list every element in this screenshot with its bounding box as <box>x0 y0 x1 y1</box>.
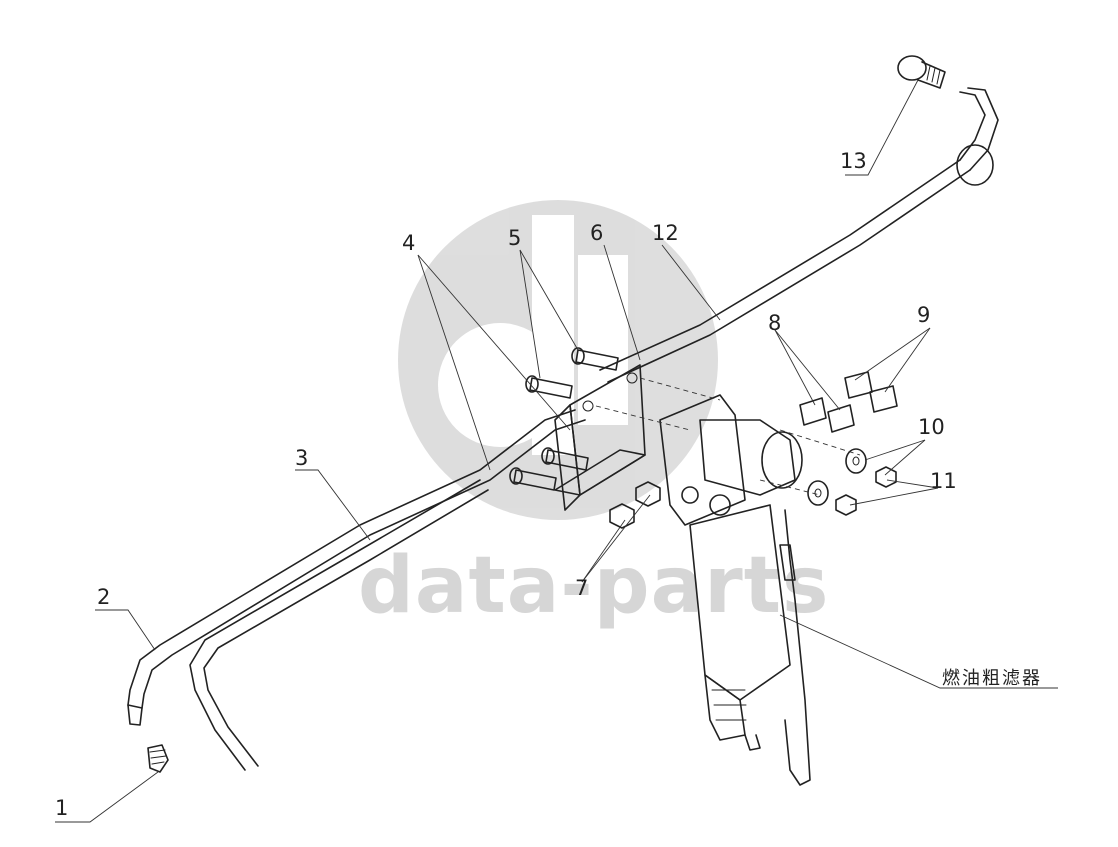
connectors-part-8 <box>799 397 855 433</box>
leader-lines <box>55 79 1058 823</box>
assembly-label: 燃油粗滤器 <box>942 668 1042 689</box>
banjo-fitting-part-13 <box>897 55 946 89</box>
connectors-part-9 <box>844 371 898 413</box>
return-hose <box>189 479 489 771</box>
nuts-part-11 <box>835 466 897 516</box>
callout-10: 10 <box>918 415 945 439</box>
callout-13: 13 <box>840 149 867 173</box>
washers-part-10 <box>807 448 867 506</box>
nuts-part-7 <box>609 481 661 529</box>
callout-7: 7 <box>575 576 588 600</box>
alignment-lines <box>595 377 861 496</box>
callout-11: 11 <box>930 469 957 493</box>
callout-5: 5 <box>508 226 521 250</box>
fuel-filter-assembly <box>659 394 811 786</box>
callout-1: 1 <box>55 796 68 820</box>
callout-8: 8 <box>768 311 781 335</box>
callout-6: 6 <box>590 221 603 245</box>
watermark-logo <box>398 200 718 520</box>
callout-4: 4 <box>402 231 415 255</box>
callout-labels: 1 2 3 4 5 6 7 8 9 10 11 12 13 燃油粗滤器 <box>55 149 1042 820</box>
watermark-text: data-parts <box>358 541 829 631</box>
callout-2: 2 <box>97 585 110 609</box>
callout-3: 3 <box>295 446 308 470</box>
bracket-part-6 <box>554 364 646 511</box>
fuel-pipe-part-12 <box>599 87 999 383</box>
callout-12: 12 <box>652 221 679 245</box>
bolts-part-4 <box>509 447 589 491</box>
bolts-part-5 <box>525 347 619 399</box>
fitting-part-1 <box>147 744 169 773</box>
fuel-pipe-part-3 <box>127 409 586 726</box>
callout-9: 9 <box>917 303 930 327</box>
